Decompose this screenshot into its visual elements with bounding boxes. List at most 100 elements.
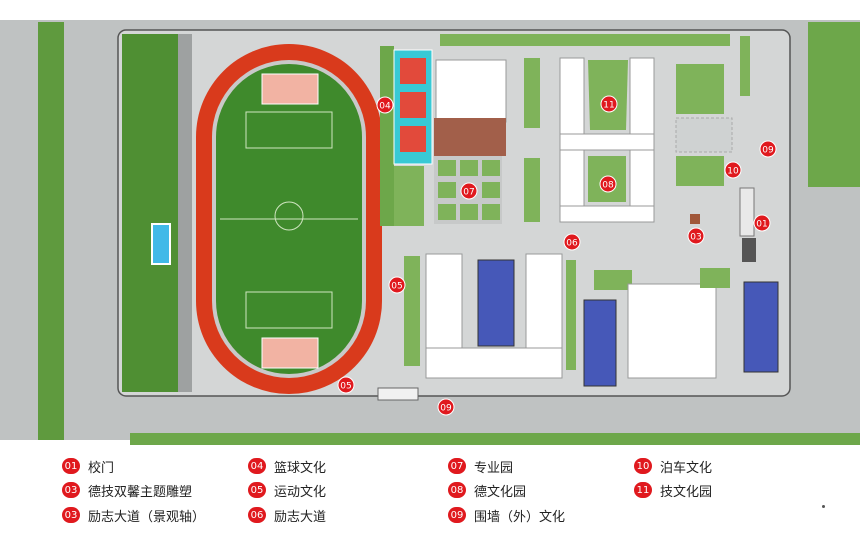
legend-badge: 10 <box>634 458 652 474</box>
legend-text: 德技双馨主题雕塑 <box>88 484 193 500</box>
marker-11[interactable]: 11 <box>600 95 618 113</box>
north-lawn <box>440 34 730 46</box>
marker-circle <box>600 95 618 113</box>
garden-plot <box>460 204 478 220</box>
garden-plot <box>438 204 456 220</box>
marker-label: 03 <box>690 233 701 243</box>
court-lawn <box>380 46 394 226</box>
marker-circle <box>759 140 777 158</box>
legend-item-05: 05 运动文化 <box>248 481 327 500</box>
marker-label: 05 <box>391 282 402 292</box>
marker-circle <box>437 398 455 416</box>
legend-text: 技文化园 <box>660 484 713 500</box>
marker-09-east[interactable]: 09 <box>759 140 777 158</box>
parking-lot <box>675 117 733 153</box>
east-lawn-strip <box>740 36 750 96</box>
marker-03[interactable]: 03 <box>687 227 705 245</box>
marker-circle <box>376 96 394 114</box>
legend-text: 泊车文化 <box>660 460 713 476</box>
corner-dot <box>822 505 825 508</box>
field-penalty-top <box>245 111 333 149</box>
marker-label: 05 <box>340 382 351 392</box>
legend-text: 励志大道 <box>274 509 327 525</box>
marker-10[interactable]: 10 <box>724 161 742 179</box>
garden-plot <box>482 182 500 198</box>
parking-lawn <box>676 156 724 186</box>
east-lawn <box>594 270 632 290</box>
garden-plot <box>460 160 478 176</box>
marker-label: 09 <box>440 404 452 414</box>
legend-item-10: 10 泊车文化 <box>634 457 713 476</box>
basketball-court-north <box>261 73 319 105</box>
legend-item-03b: 03 励志大道（景观轴） <box>62 506 206 525</box>
legend: 01 校门 04 篮球文化 07 专业园 10 泊车文化 03 德技双馨主题雕塑… <box>0 445 860 538</box>
marker-circle <box>337 376 355 394</box>
legend-badge: 03 <box>62 482 80 498</box>
legend-badge: 05 <box>248 482 266 498</box>
east-lawn <box>700 268 730 288</box>
marker-label: 06 <box>566 239 578 249</box>
garden-plot <box>438 160 456 176</box>
field-center-circle <box>274 201 304 231</box>
marker-08[interactable]: 08 <box>599 175 617 193</box>
west-green-belt <box>38 22 64 440</box>
marker-label: 04 <box>379 102 391 112</box>
legend-text: 励志大道（景观轴） <box>88 509 206 525</box>
legend-item-03: 03 德技双馨主题雕塑 <box>62 481 193 500</box>
marker-label: 09 <box>762 146 774 156</box>
legend-text: 专业园 <box>474 460 514 476</box>
legend-item-08: 08 德文化园 <box>448 481 527 500</box>
lawn-strip <box>404 256 420 366</box>
basketball-court-south <box>261 337 319 369</box>
marker-label: 01 <box>756 220 767 230</box>
gymnasium <box>627 283 717 379</box>
marker-circle <box>724 161 742 179</box>
marker-label: 11 <box>603 101 614 111</box>
marker-07[interactable]: 07 <box>460 182 478 200</box>
teaching-building-south <box>559 205 655 223</box>
marker-06[interactable]: 06 <box>563 233 581 251</box>
south-green-belt <box>130 433 860 445</box>
marker-04[interactable]: 04 <box>376 96 394 114</box>
marker-label: 08 <box>602 181 614 191</box>
campus-site-plan: 04 11 09 10 07 08 01 03 06 05 05 09 <box>0 20 860 445</box>
lawn-strip <box>524 58 540 128</box>
legend-text: 德文化园 <box>474 484 527 500</box>
legend-item-09: 09 围墙（外）文化 <box>448 506 565 525</box>
teaching-building-link <box>559 133 655 151</box>
legend-item-01: 01 校门 <box>62 457 115 476</box>
parking-lawn <box>676 64 724 114</box>
east-blue-roof <box>743 281 779 373</box>
marker-01[interactable]: 01 <box>753 214 771 232</box>
legend-item-07: 07 专业园 <box>448 457 514 476</box>
marker-circle <box>599 175 617 193</box>
basketball-court-2 <box>400 92 426 118</box>
legend-item-04: 04 篮球文化 <box>248 457 327 476</box>
legend-badge: 04 <box>248 458 266 474</box>
basketball-court-3 <box>400 126 426 152</box>
garden-plot <box>482 160 500 176</box>
garden-plot <box>438 182 456 198</box>
north-building <box>435 59 507 123</box>
legend-text: 运动文化 <box>274 484 327 500</box>
legend-text: 篮球文化 <box>274 460 327 476</box>
marker-05-east[interactable]: 05 <box>388 276 406 294</box>
marker-circle <box>563 233 581 251</box>
pool <box>151 223 171 265</box>
legend-item-06: 06 励志大道 <box>248 506 327 525</box>
legend-item-11: 11 技文化园 <box>634 481 713 500</box>
tech-culture-garden <box>588 60 628 130</box>
workshop-blue-roof <box>583 299 617 387</box>
academic-building-south <box>425 347 563 379</box>
main-gate <box>739 187 755 237</box>
marker-circle <box>460 182 478 200</box>
sculpture <box>690 214 700 224</box>
south-gate <box>377 387 419 401</box>
legend-badge: 01 <box>62 458 80 474</box>
basketball-court-1 <box>400 58 426 84</box>
marker-09-south[interactable]: 09 <box>437 398 455 416</box>
marker-05-south[interactable]: 05 <box>337 376 355 394</box>
legend-text: 校门 <box>88 460 115 476</box>
lawn-strip <box>524 158 540 222</box>
legend-badge: 08 <box>448 482 466 498</box>
